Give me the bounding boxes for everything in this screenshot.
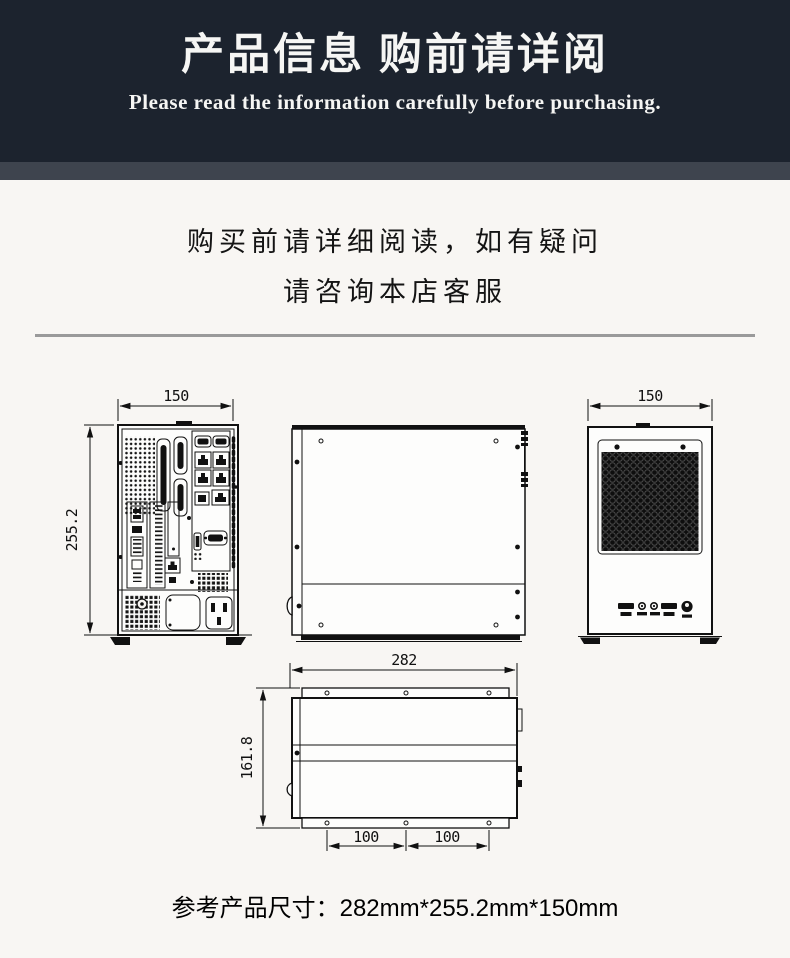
header-banner: 产品信息 购前请详阅 Please read the information c… bbox=[0, 0, 790, 162]
mount-span-right-label: 100 bbox=[434, 828, 460, 846]
db25-connector bbox=[156, 438, 171, 512]
notice-line-1: 购买前请详细阅读，如有疑问 bbox=[187, 227, 603, 257]
ethernet-ports bbox=[194, 451, 230, 487]
hdmi-port bbox=[193, 532, 202, 551]
rear-width-dimension: 150 bbox=[117, 387, 234, 421]
mount-hole-dimensions: 100 100 bbox=[326, 828, 490, 851]
front-ports bbox=[618, 600, 693, 618]
serial-ports bbox=[194, 435, 230, 448]
bottom-bump bbox=[286, 782, 293, 797]
rear-width-label: 150 bbox=[163, 387, 189, 405]
reference-size-text: 参考产品尺寸：282mm*255.2mm*150mm bbox=[171, 895, 619, 922]
dip-switch bbox=[194, 552, 203, 560]
audio-jack-icons bbox=[637, 601, 660, 616]
bottom-width-label: 282 bbox=[391, 651, 417, 669]
technical-drawings: 150 255.2 bbox=[63, 387, 722, 851]
notice-line-2: 请咨询本店客服 bbox=[283, 277, 507, 307]
page-subtitle: Please read the information carefully be… bbox=[128, 89, 662, 114]
rear-vent-small bbox=[198, 573, 228, 592]
bottom-height-dimension: 161.8 bbox=[238, 687, 300, 829]
side-view-drawing bbox=[286, 425, 528, 642]
usb-lan-ports bbox=[194, 489, 230, 506]
psu-plate bbox=[165, 594, 201, 631]
rear-height-dimension: 255.2 bbox=[63, 424, 114, 636]
psu-section bbox=[124, 594, 233, 631]
rear-panel bbox=[104, 421, 252, 645]
rear-view-drawing: 150 255.2 bbox=[63, 387, 252, 645]
hinge-clips bbox=[521, 431, 528, 487]
fan-grille bbox=[597, 439, 703, 555]
power-inlet bbox=[205, 596, 233, 630]
usb-port-icon-2 bbox=[661, 603, 677, 616]
db9-connectors bbox=[173, 436, 188, 517]
usb-port-icon bbox=[618, 603, 634, 616]
front-width-label: 150 bbox=[637, 387, 663, 405]
vga-connector bbox=[203, 530, 228, 546]
header-accent-bar bbox=[0, 162, 790, 180]
power-button-icon bbox=[681, 600, 693, 618]
rear-io-panel bbox=[191, 430, 231, 572]
bottom-width-dimension: 282 bbox=[289, 651, 518, 696]
mount-span-left-label: 100 bbox=[353, 828, 379, 846]
bottom-height-label: 161.8 bbox=[238, 736, 256, 779]
bottom-view-drawing: 282 161.8 bbox=[238, 651, 523, 851]
side-bump bbox=[286, 596, 293, 616]
page-title: 产品信息 购前请详阅 bbox=[181, 32, 609, 79]
front-width-dimension: 150 bbox=[587, 387, 713, 421]
expansion-slots bbox=[126, 501, 180, 589]
lan-port-lower bbox=[164, 557, 181, 574]
section-divider bbox=[35, 334, 755, 337]
rear-height-label: 255.2 bbox=[63, 509, 81, 552]
front-view-drawing: 150 bbox=[578, 387, 722, 644]
